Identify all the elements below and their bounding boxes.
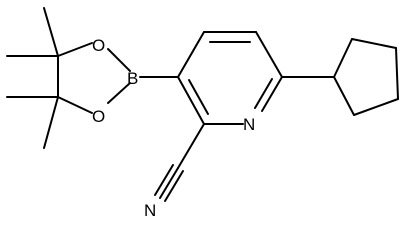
atom-label-ring-nitrogen: N [243, 115, 255, 134]
atom-label-nitrile-nitrogen: N [144, 201, 156, 220]
atom-label-boron: B [127, 69, 138, 88]
nitrile-group [154, 123, 205, 202]
bond-cp-2 [351, 38, 397, 49]
bond-cp-4 [353, 98, 399, 116]
bond-o-top-c [57, 42, 93, 57]
double-bond-c6-n [254, 78, 273, 109]
bond-cp-3 [395, 47, 399, 100]
bond-c6-n [261, 76, 283, 112]
bond-c2-c3 [177, 76, 205, 125]
atom-label-oxygen-bottom: O [92, 107, 105, 126]
bond-c3-c4 [177, 31, 205, 78]
pinacol-boronate-group [6, 7, 131, 149]
bond-b-o-bottom [107, 82, 131, 104]
bond-methyl-4 [43, 96, 59, 149]
bond-o-bottom-c [57, 96, 93, 114]
triple-bond-line-2 [164, 170, 184, 202]
bond-c5-c6 [255, 31, 283, 78]
cyclopentyl-group [281, 38, 399, 116]
bond-cp-1 [333, 38, 353, 78]
bond-b-o-top [107, 48, 131, 72]
triple-bond-line-1 [159, 167, 179, 199]
bond-cp-5 [333, 76, 355, 116]
pyridine-ring [177, 31, 283, 125]
bond-c2-cn [177, 123, 205, 169]
double-bond-c2-c3 [188, 79, 209, 115]
triple-bond-line-3 [154, 164, 174, 196]
chemical-structure-diagram: B O O N N [6, 7, 399, 220]
atom-label-oxygen-top: O [92, 36, 105, 55]
bond-methyl-1 [43, 7, 59, 57]
